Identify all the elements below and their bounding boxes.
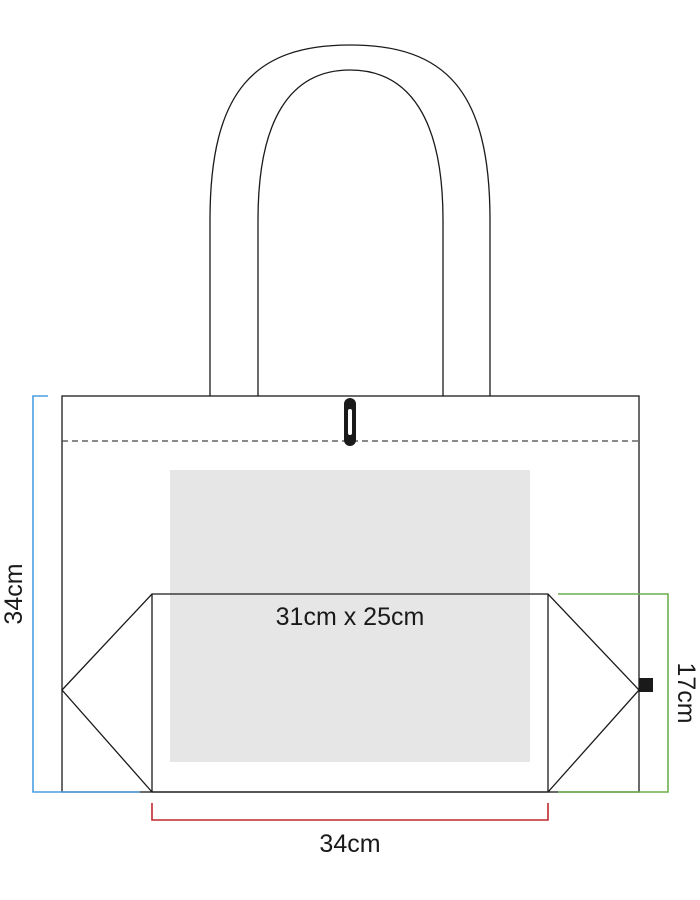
width-label: 34cm: [319, 830, 380, 858]
depth-marker: [558, 593, 669, 793]
depth-label: 17cm: [672, 662, 700, 723]
toggle-button-slot: [348, 409, 352, 435]
print-area: [170, 470, 530, 762]
width-marker: [151, 803, 549, 821]
handle-inner: [257, 69, 444, 397]
print-area-label: 31cm x 25cm: [276, 603, 425, 631]
loop-tab-icon: [639, 678, 653, 692]
height-marker: [32, 395, 140, 793]
height-label: 34cm: [0, 563, 28, 624]
handle-outer: [209, 44, 491, 397]
